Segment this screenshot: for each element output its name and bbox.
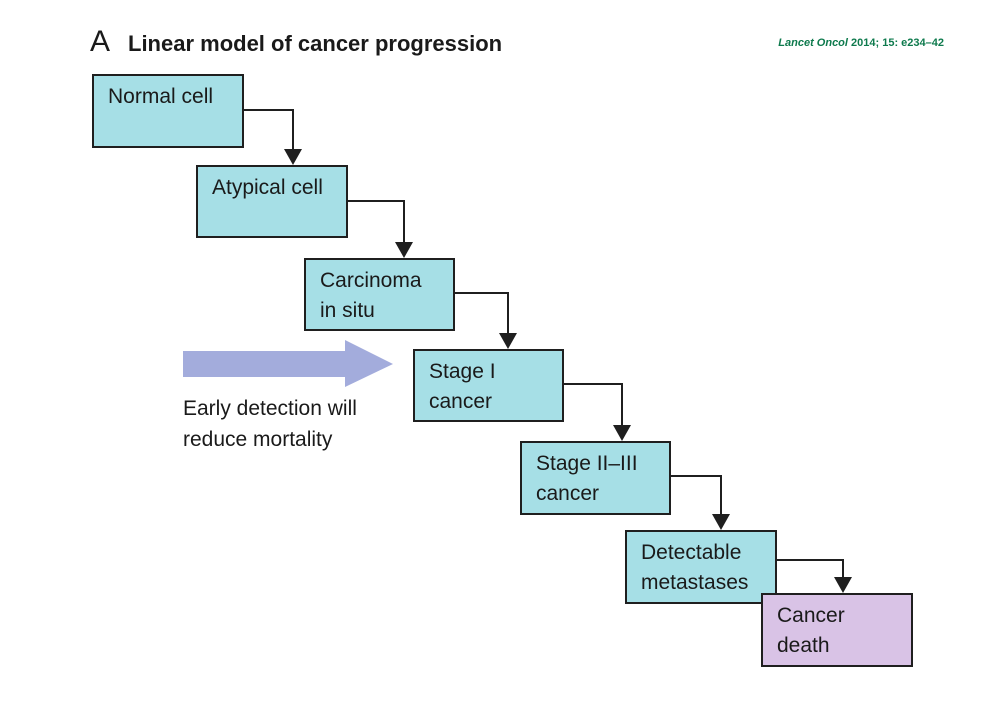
citation-journal: Lancet Oncol xyxy=(778,37,848,49)
citation-reference: 2014; 15: e234–42 xyxy=(847,37,944,49)
connector-4 xyxy=(564,383,623,426)
stage-atypical-cell: Atypical cell xyxy=(196,165,348,238)
stage-detectable-metastases: Detectable metastases xyxy=(625,530,777,604)
stage-carcinoma-in-situ: Carcinoma in situ xyxy=(304,258,455,331)
arrowhead-2 xyxy=(395,242,413,258)
stage-stage-ii-iii-cancer: Stage II–III cancer xyxy=(520,441,671,515)
early-detection-arrow xyxy=(183,340,393,387)
connector-3 xyxy=(455,292,509,334)
connector-6 xyxy=(777,559,844,578)
arrowhead-5 xyxy=(712,514,730,530)
arrowhead-1 xyxy=(284,149,302,165)
arrowhead-4 xyxy=(613,425,631,441)
arrowhead-6 xyxy=(834,577,852,593)
stage-cancer-death: Cancer death xyxy=(761,593,913,667)
connector-2 xyxy=(348,200,405,243)
citation: Lancet Oncol 2014; 15: e234–42 xyxy=(778,37,944,49)
connector-1 xyxy=(244,109,294,150)
stage-stage-i-cancer: Stage I cancer xyxy=(413,349,564,422)
figure-title: Linear model of cancer progression xyxy=(128,31,503,56)
arrowhead-3 xyxy=(499,333,517,349)
early-detection-label: Early detection will reduce mortality xyxy=(183,397,357,451)
connector-5 xyxy=(671,475,722,515)
stage-normal-cell: Normal cell xyxy=(92,74,244,148)
panel-letter: A xyxy=(90,25,111,58)
